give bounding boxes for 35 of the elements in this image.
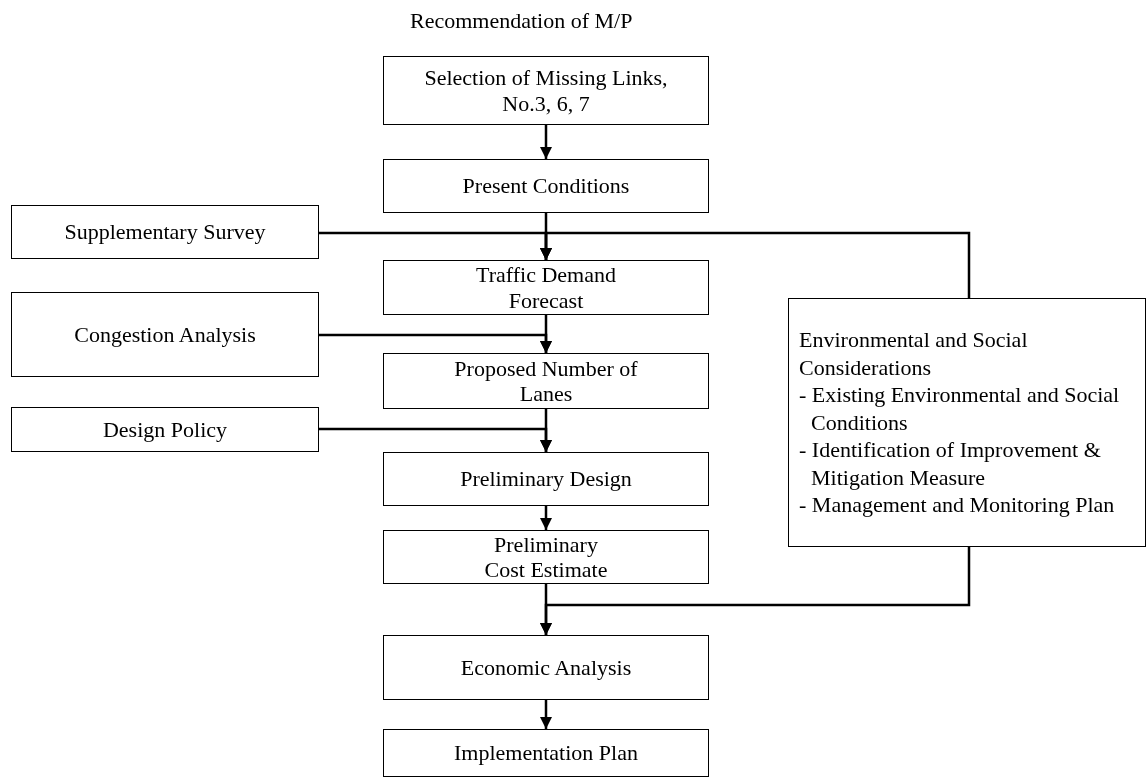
box-label: Supplementary Survey [64, 219, 266, 245]
box-label: Design Policy [102, 416, 228, 443]
process-box [11, 407, 319, 452]
box-label: Congestion Analysis [74, 321, 256, 348]
arrow [319, 427, 552, 452]
process-box [383, 452, 709, 506]
process-box [383, 530, 709, 584]
arrow [319, 333, 552, 353]
arrow [540, 506, 552, 530]
arrow [540, 547, 971, 635]
process-box [11, 205, 319, 259]
box-label: Proposed Number of Lanes [453, 355, 639, 407]
box-label: Economic Analysis [460, 654, 632, 681]
bullet-item: - Management and Monitoring Plan [799, 491, 1115, 519]
arrow [540, 700, 552, 729]
box-label: Preliminary Design [460, 466, 632, 492]
bullet-item: - Identification of Improvement & Mitigation Measure [799, 436, 1102, 492]
arrow [540, 231, 971, 298]
process-box [383, 635, 709, 700]
box-label: Implementation Plan [454, 740, 638, 766]
box-label: Present Conditions [462, 173, 630, 199]
arrow [540, 125, 552, 159]
box-label: Environmental and Social Considerations [799, 326, 1029, 382]
box-label: Preliminary Cost Estimate [483, 531, 609, 583]
process-box [11, 292, 319, 377]
box-label: Traffic Demand Forecast [475, 262, 617, 313]
process-box [788, 298, 1146, 547]
process-box [383, 56, 709, 125]
process-box [383, 353, 709, 409]
process-box [383, 260, 709, 315]
process-box [383, 729, 709, 777]
bullet-item: - Existing Environmental and Social Conditions [799, 381, 1121, 437]
process-box [383, 159, 709, 213]
box-label: Selection of Missing Links, No.3, 6, 7 [423, 65, 669, 116]
diagram-title: Recommendation of M/P [410, 8, 633, 34]
